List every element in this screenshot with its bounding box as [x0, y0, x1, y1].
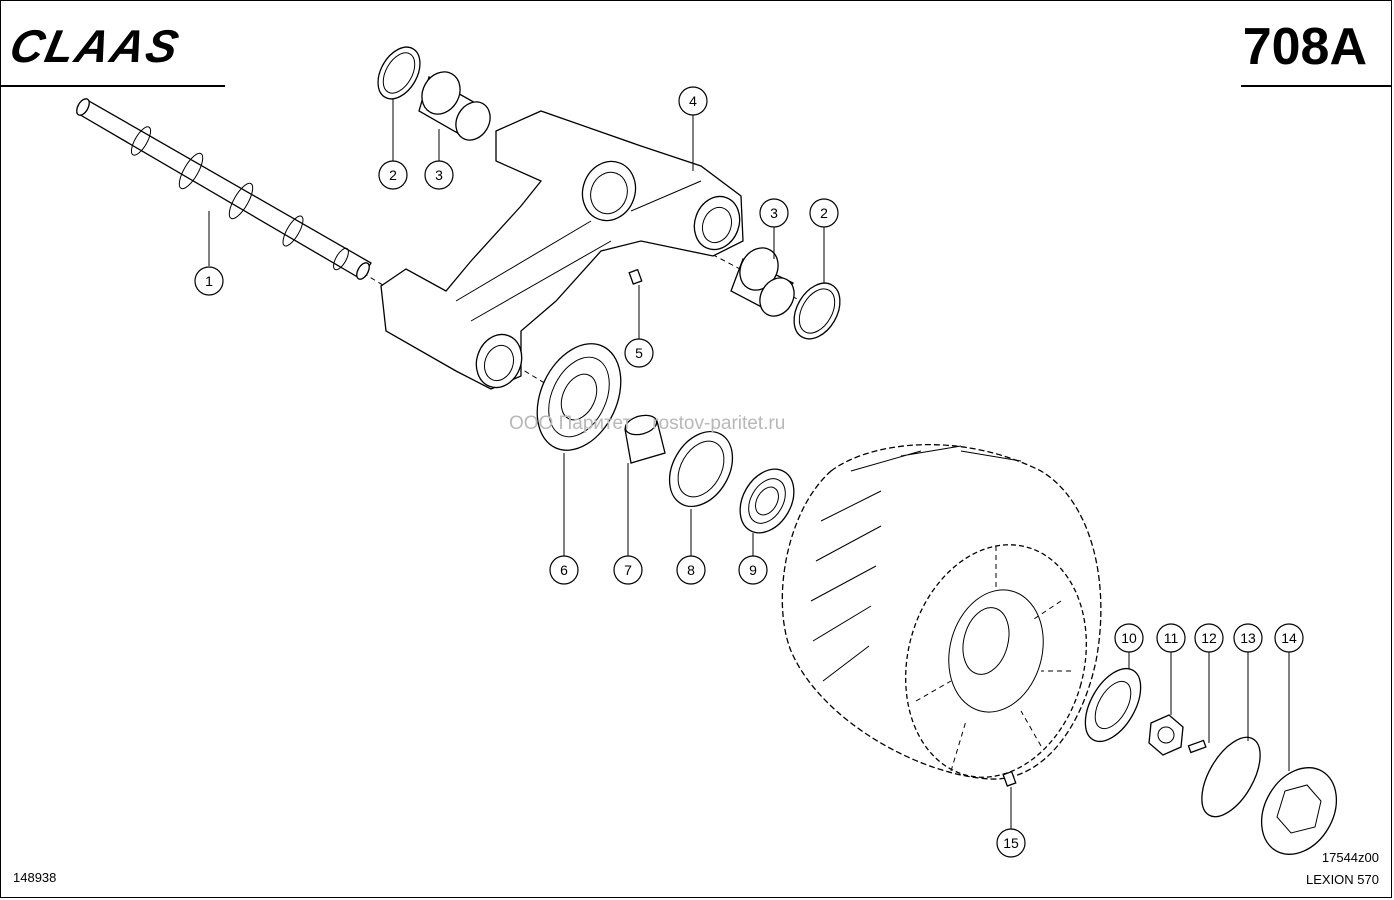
svg-text:10: 10 [1121, 630, 1137, 646]
bushing-top [418, 71, 491, 141]
spacer-sleeve [624, 414, 666, 464]
seal-ring-right [793, 282, 841, 340]
callout-3-right: 3 [759, 198, 789, 228]
svg-text:5: 5 [635, 345, 643, 361]
callout-8: 8 [676, 555, 706, 585]
outer-bearing [1084, 668, 1142, 742]
callout-6: 6 [549, 555, 579, 585]
hub-flange [536, 343, 622, 451]
shaft-seal [668, 430, 734, 508]
hub-nut [1148, 714, 1184, 756]
locking-bolt [1187, 739, 1207, 754]
callout-11: 11 [1156, 623, 1186, 653]
callout-2-right: 2 [809, 198, 839, 228]
callout-9: 9 [738, 555, 768, 585]
callout-5: 5 [624, 338, 654, 368]
sheet-code: 708A [1242, 18, 1367, 76]
svg-text:2: 2 [820, 205, 828, 221]
wheel-tyre [781, 444, 1102, 780]
svg-text:13: 13 [1240, 630, 1256, 646]
leader-lines [208, 99, 1290, 829]
callout-1: 1 [194, 266, 224, 296]
grease-nipple [628, 268, 643, 285]
callout-2-top: 2 [378, 160, 408, 190]
svg-text:1: 1 [205, 273, 213, 289]
callout-4: 4 [678, 86, 708, 116]
svg-text:14: 14 [1281, 630, 1297, 646]
svg-text:2: 2 [389, 167, 397, 183]
inner-bearing [739, 468, 795, 534]
seal-ring-top [377, 46, 421, 100]
brand-logo: CLAAS [5, 20, 185, 72]
callout-7: 7 [613, 555, 643, 585]
svg-text:9: 9 [749, 562, 757, 578]
svg-text:3: 3 [435, 167, 443, 183]
bushing-right [730, 247, 795, 317]
watermark-text: ООО Паритет rostov-paritet.ru [509, 413, 786, 434]
model-name: LEXION 570 [1306, 872, 1379, 887]
svg-text:4: 4 [689, 93, 697, 109]
callout-12: 12 [1194, 623, 1224, 653]
callout-10: 10 [1114, 623, 1144, 653]
swing-arm [380, 110, 744, 390]
axle-shaft [75, 98, 372, 280]
logo-underline [1, 85, 225, 87]
hub-cap [1260, 767, 1338, 855]
svg-text:7: 7 [624, 562, 632, 578]
wheel-grease-nipple [1002, 770, 1017, 787]
callout-14: 14 [1274, 623, 1304, 653]
o-ring [1201, 736, 1261, 818]
svg-text:12: 12 [1201, 630, 1217, 646]
drawing-number: 148938 [13, 870, 57, 885]
svg-text:15: 15 [1003, 835, 1019, 851]
svg-text:3: 3 [770, 205, 778, 221]
callout-3-top: 3 [424, 160, 454, 190]
reference-code: 17544z00 [1321, 850, 1379, 865]
callout-13: 13 [1233, 623, 1263, 653]
sheet-code-underline [1241, 85, 1391, 87]
svg-text:8: 8 [687, 562, 695, 578]
callout-15: 15 [996, 828, 1026, 858]
svg-text:11: 11 [1164, 630, 1179, 646]
svg-text:6: 6 [560, 562, 568, 578]
